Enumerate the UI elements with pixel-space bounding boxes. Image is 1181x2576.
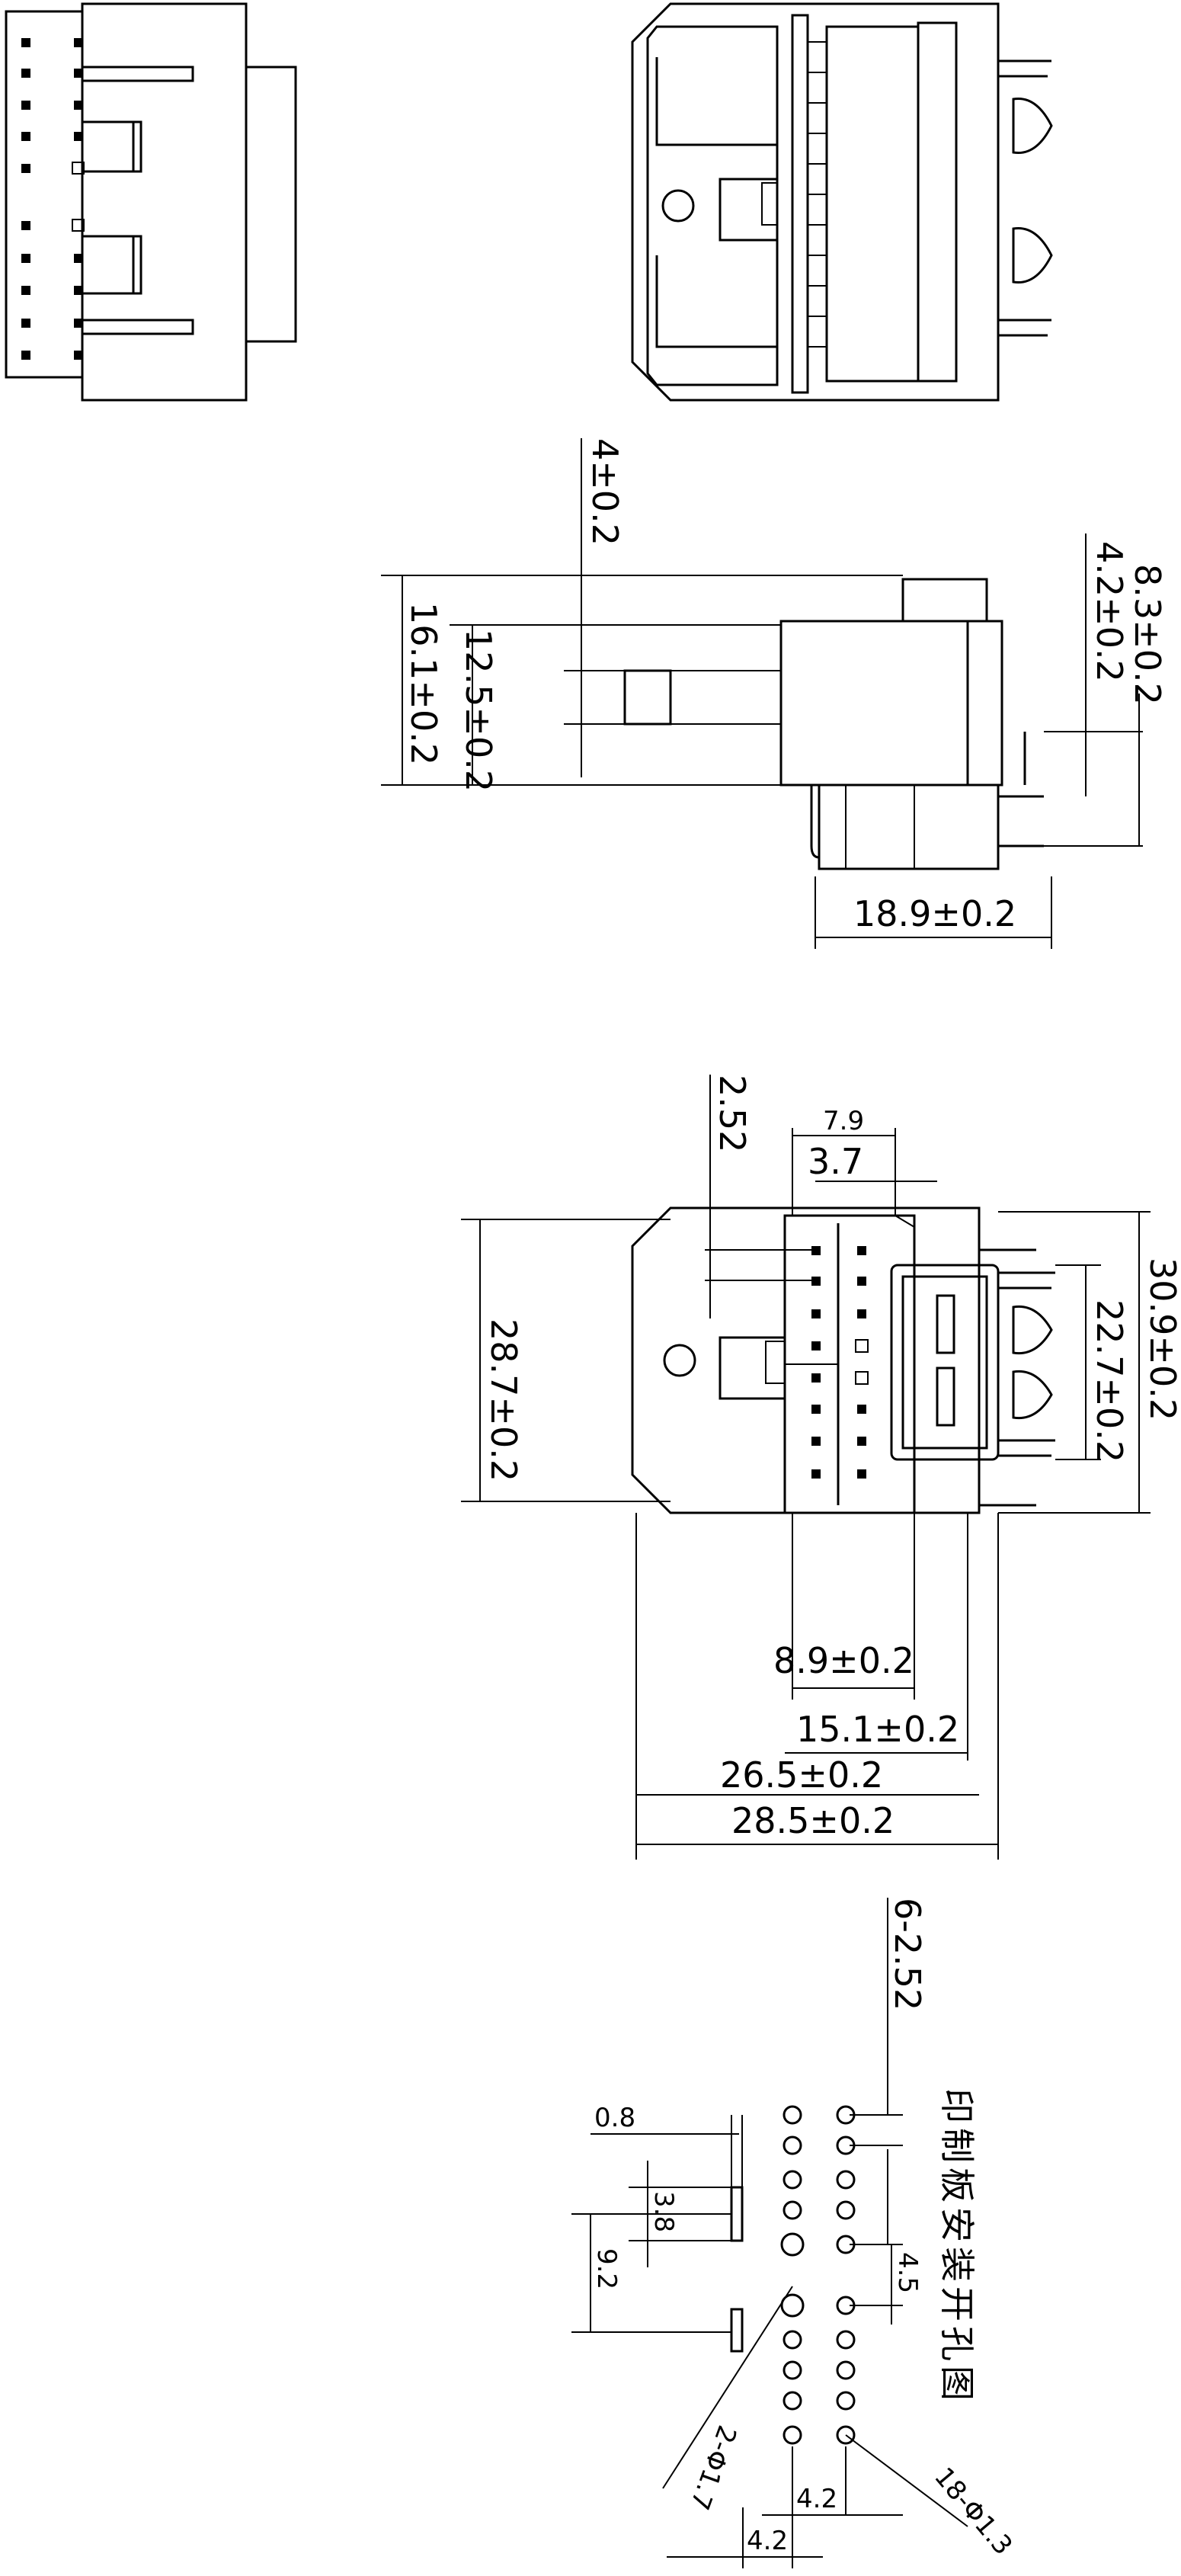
dim-depth: 18.9±0.2 xyxy=(853,893,1016,934)
pin-grid-top xyxy=(21,38,85,360)
pcb-layout: 6-2.52 0.8 3.8 9.2 4.5 2-Φ1.7 18-Φ1.3 4.… xyxy=(571,1898,1018,2568)
dim-row-pitch: 2.52 xyxy=(712,1075,753,1152)
pcb-title: 印制板安装开孔图 xyxy=(936,2088,978,2405)
pcb-slot-upper xyxy=(730,2186,744,2242)
dim-col-pitch: 3.7 xyxy=(808,1141,863,1182)
pcb-dim-slot-length: 3.8 xyxy=(648,2191,679,2232)
dim-tail-pitch: 4.2±0.2 xyxy=(1089,541,1130,682)
pcb-dim-slot-span: 9.2 xyxy=(591,2248,622,2289)
dim-key-height: 22.7±0.2 xyxy=(1089,1299,1130,1463)
dim-overall-height-front: 30.9±0.2 xyxy=(1142,1258,1181,1421)
dim-pitch-total: 7.9 xyxy=(823,1106,864,1136)
front-view: 2.52 7.9 3.7 28.7±0.2 22.7±0.2 30.9±0.2 … xyxy=(461,1075,1181,1860)
tail-pins xyxy=(998,59,1053,337)
pcb-dim-hole-large: 2-Φ1.7 xyxy=(683,2421,742,2514)
side-view: 4±0.2 16.1±0.2 12.5±0.2 8.3±0.2 4.2±0.2 … xyxy=(381,438,1168,949)
pcb-dim-hole-small: 18-Φ1.3 xyxy=(928,2462,1018,2561)
contact-column xyxy=(791,14,958,394)
dim-housing-height: 28.7±0.2 xyxy=(483,1318,524,1482)
dim-width-28: 28.5±0.2 xyxy=(731,1800,895,1841)
dim-body-width: 15.1±0.2 xyxy=(796,1709,959,1750)
pcb-dim-col-spacing-b: 4.2 xyxy=(747,2526,788,2556)
mount-hole-front xyxy=(663,1344,696,1377)
top-view-left xyxy=(5,2,297,402)
pcb-dim-col-spacing-a: 4.2 xyxy=(796,2484,837,2514)
dim-pin-offset: 4±0.2 xyxy=(584,438,626,546)
dim-overall-height: 16.1±0.2 xyxy=(403,602,444,765)
pcb-dim-pitch: 6-2.52 xyxy=(887,1898,928,2010)
dim-tail-span: 8.3±0.2 xyxy=(1127,564,1168,705)
dim-body-height: 12.5±0.2 xyxy=(458,629,499,792)
pcb-dim-slot-width: 0.8 xyxy=(594,2103,635,2133)
dim-contact-width: 8.9±0.2 xyxy=(773,1640,914,1681)
mount-hole xyxy=(661,189,695,223)
dim-width-26: 26.5±0.2 xyxy=(720,1754,883,1796)
top-view-right xyxy=(631,2,1053,402)
pcb-dim-row-offset: 4.5 xyxy=(892,2252,923,2293)
pcb-slot-lower xyxy=(730,2308,744,2353)
pin-grid-front xyxy=(811,1246,869,1479)
pcb-hole-grid xyxy=(780,2105,856,2445)
